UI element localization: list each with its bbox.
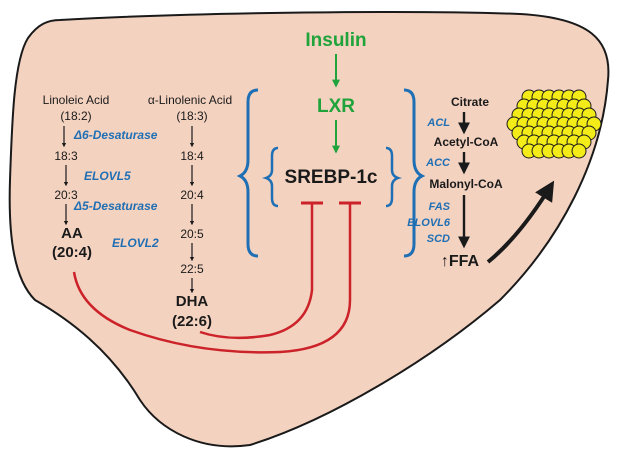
aa-inhibition-line	[72, 204, 352, 354]
delta6-desaturase-label: Δ6-Desaturase	[73, 128, 158, 142]
elovl6-label: ELOVL6	[407, 217, 451, 229]
lxr-label: LXR	[317, 96, 355, 117]
delta5-desaturase-label: Δ5-Desaturase	[73, 199, 158, 213]
scd-label: SCD	[427, 233, 450, 245]
right-brace	[403, 88, 426, 258]
ffa-to-droplet-arrow	[486, 180, 555, 264]
dha-formula: (22:6)	[172, 313, 212, 330]
linoleic-acid-label: Linoleic Acid	[43, 93, 110, 107]
o6-20-3: 20:3	[54, 188, 78, 202]
acetyl-coa-label: Acetyl-CoA	[434, 135, 499, 149]
fas-label: FAS	[429, 201, 451, 213]
malonyl-coa-label: Malonyl-CoA	[429, 177, 503, 191]
lipid-droplet-icon	[506, 89, 602, 159]
o3-18-4: 18:4	[180, 149, 204, 163]
o6-18-3: 18:3	[54, 149, 78, 163]
elovl5-label: ELOVL5	[84, 169, 131, 183]
linoleic-formula: (18:2)	[60, 109, 91, 123]
srebp-label: SREBP-1c	[285, 167, 378, 188]
liver-shape	[8, 11, 610, 448]
aa-formula: (20:4)	[52, 244, 92, 261]
acl-label: ACL	[426, 117, 450, 129]
inner-left-brace	[262, 146, 279, 208]
insulin-label: Insulin	[305, 30, 366, 51]
citrate-label: Citrate	[451, 95, 489, 109]
alpha-linolenic-acid-label: α-Linolenic Acid	[148, 93, 232, 107]
lipid-droplet-sphere	[571, 143, 587, 159]
aa-label: AA	[61, 225, 83, 242]
inner-right-brace	[385, 146, 402, 208]
acc-label: ACC	[425, 157, 451, 169]
ffa-label: ↑FFA	[441, 253, 480, 270]
alpha-linolenic-formula: (18:3)	[176, 109, 207, 123]
o3-20-4: 20:4	[180, 188, 204, 202]
dha-label: DHA	[176, 293, 209, 310]
o3-20-5: 20:5	[180, 227, 204, 241]
o3-22-5: 22:5	[180, 262, 204, 276]
left-brace	[236, 88, 259, 258]
elovl2-label: ELOVL2	[112, 236, 159, 250]
dha-inhibition-line	[199, 204, 314, 340]
